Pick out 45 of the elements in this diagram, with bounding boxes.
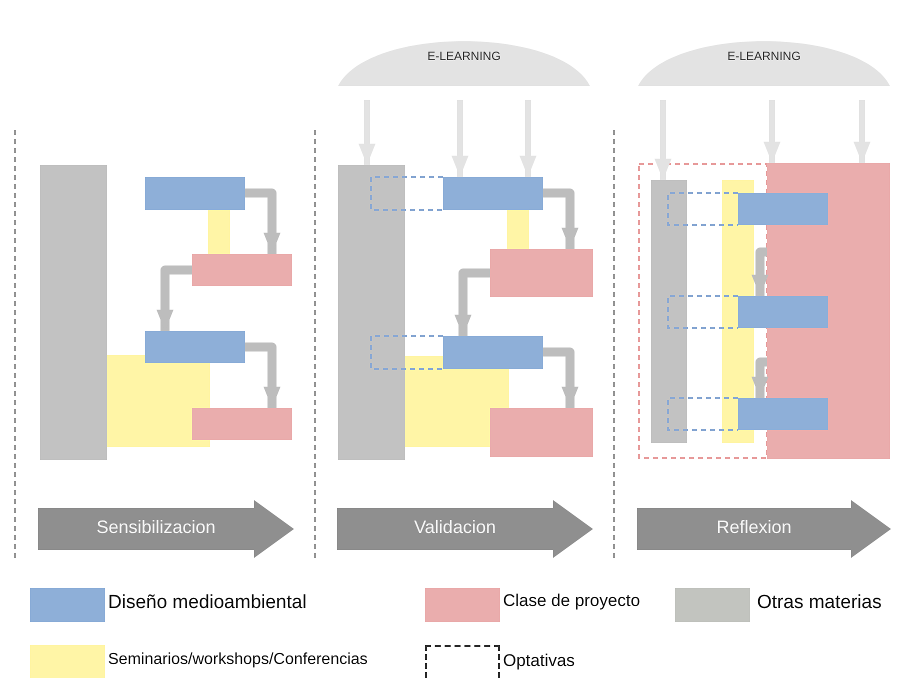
legend-label: Clase de proyecto (503, 591, 640, 611)
phase-arrow (337, 500, 593, 558)
project-block (490, 249, 593, 297)
course-block (738, 398, 828, 430)
dome-shape (338, 40, 590, 86)
flow-arrow (156, 266, 192, 331)
seminar-block (208, 210, 230, 254)
other-subjects-bar (338, 165, 405, 460)
flow-arrow (245, 342, 280, 408)
flow-arrow (752, 358, 768, 398)
flow-arrow (245, 188, 280, 254)
project-block (490, 408, 593, 457)
phase-arrow (637, 500, 891, 558)
flow-arrow (520, 100, 536, 177)
other-subjects-bar (651, 180, 687, 443)
phase-label: Sensibilizacion (95, 517, 217, 538)
dome-shape (638, 40, 890, 86)
flow-arrow (452, 100, 468, 177)
course-block (145, 331, 245, 363)
flow-arrow (543, 188, 578, 249)
legend-label: Otras materias (757, 592, 882, 614)
project-block (192, 254, 292, 286)
course-block (145, 177, 245, 210)
flow-arrow (654, 100, 672, 180)
dome-label: E-LEARNING (726, 49, 802, 63)
course-block (443, 336, 543, 369)
course-block (738, 193, 828, 225)
flow-arrow (854, 100, 870, 163)
legend-label: Diseño medioambiental (108, 592, 307, 614)
phase-label: Validacion (413, 517, 497, 538)
project-block (192, 408, 292, 440)
legend-label: Seminarios/workshops/Conferencias (108, 651, 368, 669)
course-block (738, 296, 828, 328)
seminar-block (507, 210, 529, 249)
course-block (443, 177, 543, 210)
flow-arrow (752, 248, 768, 296)
flow-arrow (543, 348, 578, 408)
other-subjects-bar (40, 165, 107, 460)
flow-arrow (764, 100, 780, 163)
phase-label: Reflexion (715, 517, 793, 538)
dome-label: E-LEARNING (426, 49, 502, 63)
flow-arrow (358, 100, 376, 165)
phase-arrow (38, 500, 294, 558)
legend-label: Optativas (503, 651, 575, 671)
flow-arrow (454, 268, 490, 336)
